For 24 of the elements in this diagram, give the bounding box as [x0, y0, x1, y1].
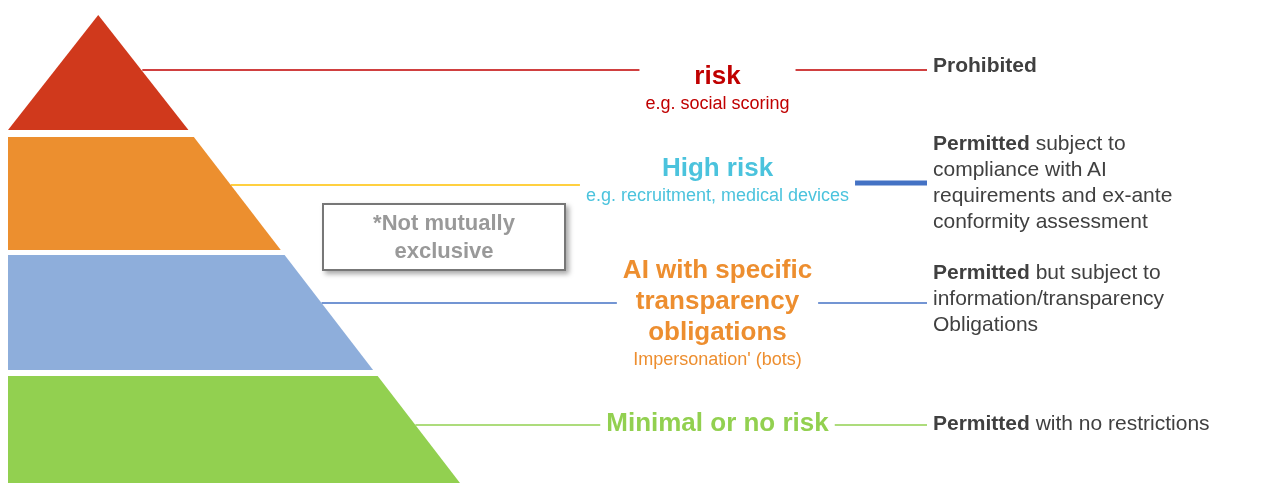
- leader-line: [414, 424, 601, 426]
- leader-line: [230, 184, 581, 186]
- tier-heading: High risk: [660, 152, 775, 183]
- note-box: *Not mutually exclusive: [322, 203, 566, 271]
- tier-example: Impersonation' (bots): [632, 348, 803, 371]
- regulation-text: Permitted with no restrictions: [933, 410, 1210, 436]
- leader-line: [320, 302, 618, 304]
- pyramid-tier: [8, 376, 460, 483]
- tier-example: e.g. recruitment, medical devices: [584, 184, 851, 207]
- pyramid-tier: [8, 137, 281, 250]
- pyramid-top-triangle: [8, 15, 189, 130]
- connector-line: [794, 69, 928, 71]
- tier-example: e.g. social scoring: [644, 92, 791, 115]
- regulation-text: Permitted subject to compliance with AI requirements and ex-ante conformity assessment: [933, 130, 1174, 234]
- regulation-text: Prohibited: [933, 52, 1037, 78]
- connector-line: [817, 302, 928, 304]
- tier-heading: risk: [693, 60, 742, 91]
- leader-line: [141, 69, 641, 71]
- tier-heading: AI with specific transparency obligations: [621, 254, 814, 347]
- connector-line: [834, 424, 928, 426]
- pyramid-tier: [8, 255, 374, 370]
- regulation-text: Permitted but subject to information/transparency Obligations: [933, 259, 1166, 337]
- connector-line: [855, 180, 927, 186]
- tier-heading: Minimal or no risk: [605, 407, 830, 438]
